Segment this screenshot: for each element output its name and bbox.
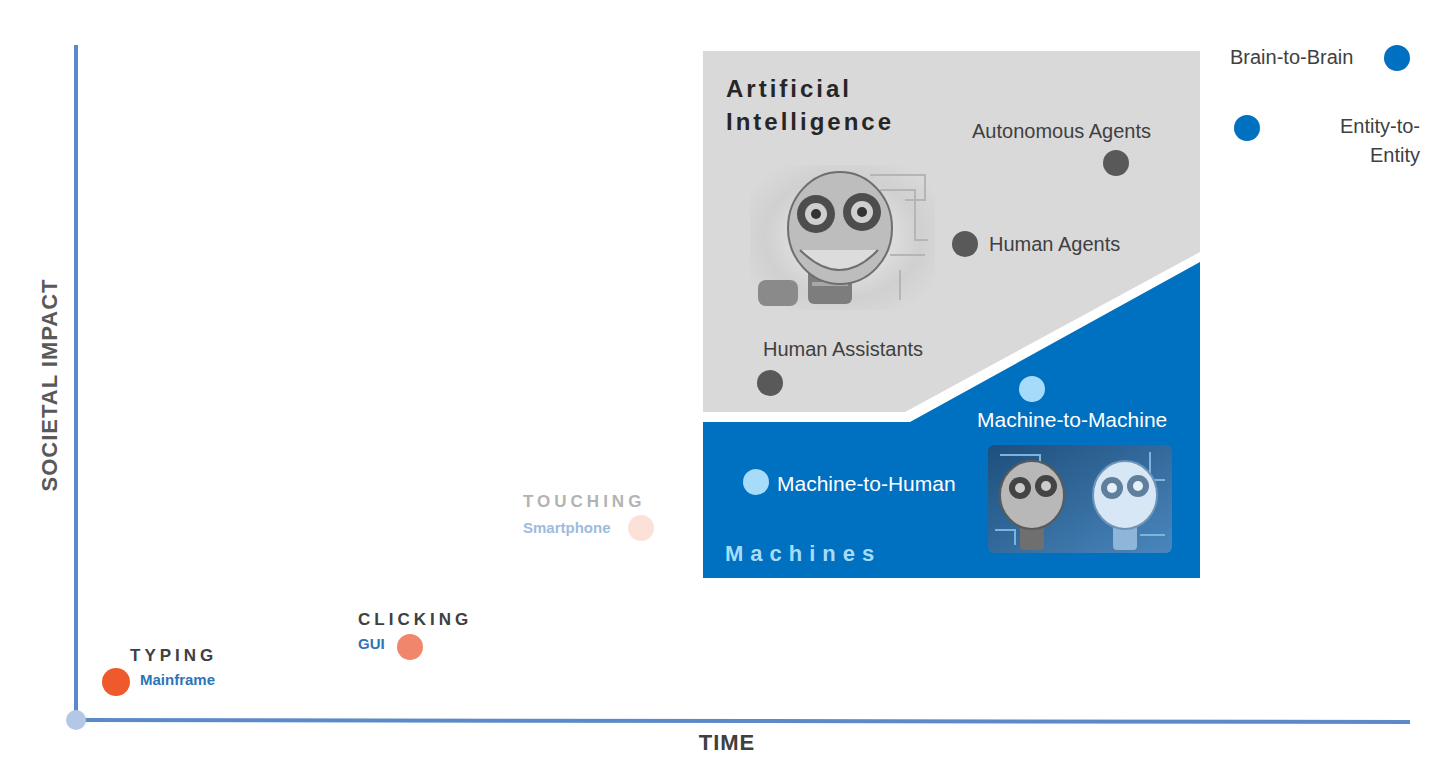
- milestone-dot: [102, 668, 130, 696]
- device-label: Mainframe: [140, 671, 215, 689]
- robot-eye-ring: [805, 203, 827, 225]
- illustration-ground: [750, 165, 935, 310]
- stage-label: Human Assistants: [763, 337, 923, 361]
- robot-eye: [1127, 475, 1149, 497]
- x-axis: [76, 720, 1410, 722]
- stage-label: Machine-to-Human: [777, 471, 956, 496]
- robot-eye: [797, 195, 835, 233]
- robot-eye-ring: [851, 201, 873, 223]
- robot-eye-ring: [1015, 483, 1025, 493]
- robot-head: [1000, 461, 1064, 529]
- device-label: GUI: [358, 635, 385, 653]
- region-title: Artificial Intelligence: [726, 72, 941, 138]
- y-axis: [74, 45, 78, 720]
- robot-illustration: [750, 165, 935, 310]
- era-label: CLICKING: [358, 610, 472, 630]
- milestone-node: Human Agents: [950, 228, 1150, 260]
- era-label: TOUCHING: [523, 492, 645, 512]
- stage-label: Machine-to-Machine: [977, 407, 1167, 432]
- milestone-dot: [628, 515, 654, 541]
- robot-shoulder: [758, 280, 798, 306]
- robot-eye: [1009, 477, 1031, 499]
- milestone-dot: [1019, 376, 1045, 402]
- milestone-node: Brain-to-Brain: [1222, 42, 1412, 74]
- milestone-node: Entity-to-Entity: [1232, 112, 1423, 174]
- milestone-node: Human Assistants: [755, 335, 955, 397]
- milestone-node: TYPING Mainframe: [100, 644, 240, 700]
- milestone-dot: [1384, 45, 1410, 71]
- axis-label: TIME: [699, 730, 756, 756]
- region-fill: [703, 262, 1200, 578]
- axis-origin: [66, 710, 86, 730]
- device-label: Smartphone: [523, 519, 611, 537]
- robot-eye: [843, 193, 881, 231]
- milestone-node: TOUCHING Smartphone: [515, 488, 665, 544]
- robot-eye: [1101, 477, 1123, 499]
- robot-head: [788, 172, 892, 284]
- robots-illustration: [988, 445, 1172, 553]
- milestone-node: Autonomous Agents: [960, 112, 1180, 178]
- robot-eye-ring: [1133, 481, 1143, 491]
- robot-head: [1093, 461, 1157, 529]
- stage-label: Entity-to-Entity: [1310, 112, 1420, 170]
- robot-eye: [1035, 475, 1057, 497]
- stage-label: Brain-to-Brain: [1230, 45, 1353, 69]
- robot-eye-ring: [1107, 483, 1117, 493]
- milestone-dot: [1103, 150, 1129, 176]
- robot-pupil: [857, 207, 867, 217]
- milestone-dot: [757, 370, 783, 396]
- robot-eye-ring: [1041, 481, 1051, 491]
- illustration-ground: [988, 445, 1172, 553]
- milestone-dot: [1234, 115, 1260, 141]
- milestone-node: CLICKING GUI: [350, 606, 490, 662]
- milestone-dot: [952, 231, 978, 257]
- milestone-node: Machine-to-Human: [740, 466, 980, 500]
- robot-face: [800, 250, 878, 270]
- region-title: Machines: [725, 541, 881, 567]
- robot-pupil: [811, 209, 821, 219]
- milestone-dot: [743, 469, 769, 495]
- era-label: TYPING: [130, 646, 217, 666]
- stage-label: Human Agents: [989, 232, 1120, 256]
- axis-label: SOCIETAL IMPACT: [37, 279, 63, 492]
- milestone-node: Machine-to-Machine: [970, 372, 1195, 436]
- stage-label: Autonomous Agents: [972, 119, 1151, 143]
- milestone-dot: [397, 634, 423, 660]
